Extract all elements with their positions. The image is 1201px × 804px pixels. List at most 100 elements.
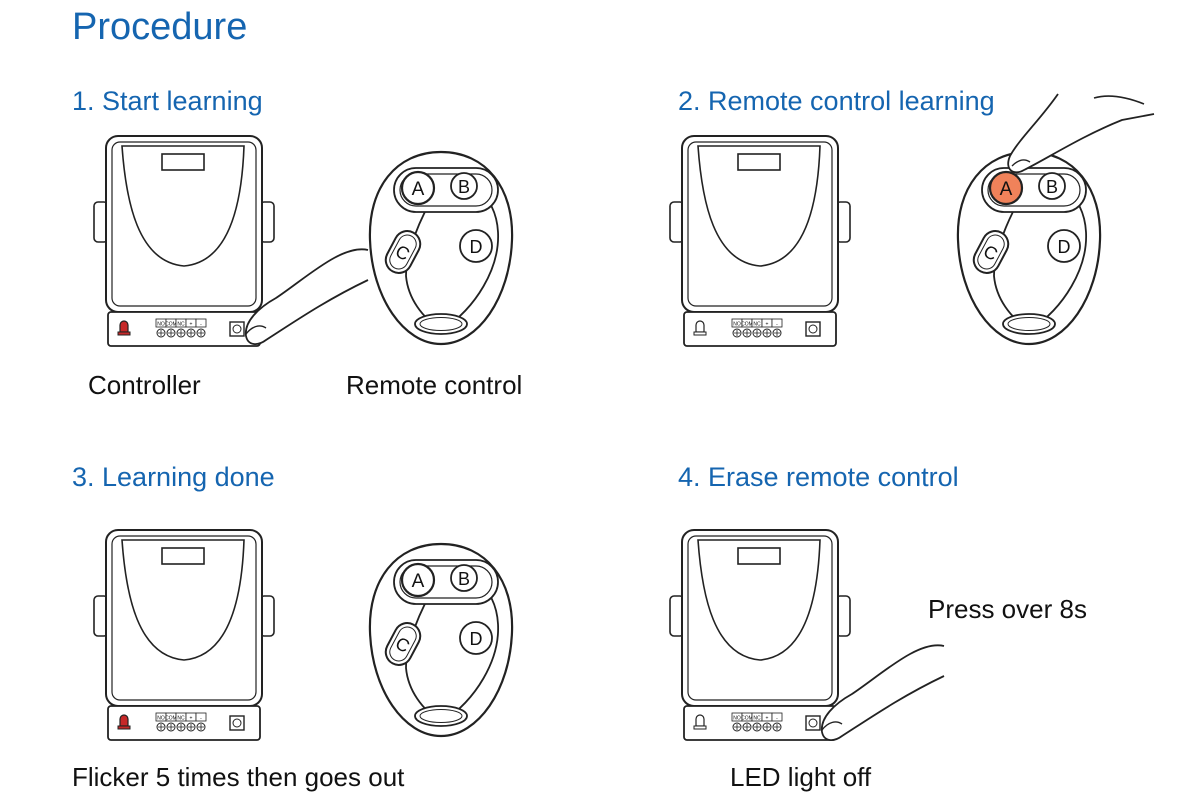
finger-pressing-learn-button: [821, 644, 945, 741]
remote-button-c-icon: [384, 622, 422, 666]
controller-cover-arch: [121, 539, 245, 661]
controller-window: [161, 547, 205, 565]
led-off-icon: [693, 320, 707, 336]
controller-window: [737, 547, 781, 565]
remote-button-a-icon: [400, 562, 436, 598]
learn-button-icon: [232, 718, 242, 728]
remote-button-c-icon: [384, 230, 422, 274]
remote-button-a-label: A: [412, 571, 425, 592]
remote-button-d-label: D: [470, 237, 483, 257]
remote-button-a-label: A: [1000, 179, 1013, 200]
controller-terminal-base: [107, 705, 261, 741]
remote-button-d-label: D: [1058, 237, 1071, 257]
terminal-screw-cross: [754, 724, 760, 730]
terminal-label: COM: [165, 716, 177, 722]
terminal-screw-cross: [764, 724, 770, 730]
terminal-screw-cross: [178, 724, 184, 730]
terminal-screw-cross: [168, 724, 174, 730]
remote-button-b-icon: [450, 172, 478, 200]
controller-inner-frame: [111, 535, 257, 701]
remote-button-a-label: A: [412, 179, 425, 200]
press-duration-caption: Press over 8s: [928, 594, 1087, 624]
remote-button-b-label: B: [458, 569, 470, 589]
remote-button-d-icon: [1047, 229, 1081, 263]
remote-button-a-icon: [988, 170, 1024, 206]
terminal-screw-cross: [774, 330, 780, 336]
controller-cover-arch: [697, 145, 821, 267]
step-4-title: 4. Erase remote control: [678, 462, 959, 492]
finger-pressing-learn-button: [245, 248, 369, 345]
terminal-screw-cross: [734, 330, 740, 336]
terminal-screw-cross: [198, 724, 204, 730]
terminal-label: NO: [157, 322, 165, 328]
led-on-icon: [117, 714, 131, 730]
terminal-label: NO: [733, 716, 741, 722]
terminal-label: NC: [753, 322, 761, 328]
terminal-screw-cross: [754, 330, 760, 336]
terminal-label: COM: [165, 322, 177, 328]
remote-button-a-icon: [400, 170, 436, 206]
controller-window: [737, 153, 781, 171]
terminal-screw-cross: [764, 330, 770, 336]
terminal-screw-cross: [188, 724, 194, 730]
terminal-screw-cross: [774, 724, 780, 730]
terminal-label: NC: [177, 716, 185, 722]
terminal-label: +: [190, 322, 193, 328]
terminal-screw-cross: [178, 330, 184, 336]
step-2-title: 2. Remote control learning: [678, 86, 995, 116]
controller-caption: Controller: [88, 370, 201, 400]
terminal-label: COM: [741, 322, 753, 328]
terminal-screw-cross: [734, 724, 740, 730]
controller-inner-frame: [111, 141, 257, 307]
learn-button-icon: [808, 718, 818, 728]
controller-window: [161, 153, 205, 171]
terminal-label: NO: [157, 716, 165, 722]
terminal-label: +: [766, 716, 769, 722]
remote-button-b-label: B: [458, 177, 470, 197]
remote-button-d-label: D: [470, 629, 483, 649]
terminal-screw-cross: [158, 724, 164, 730]
terminal-screw-cross: [744, 724, 750, 730]
controller-inner-frame: [687, 535, 833, 701]
remote-button-b-icon: [450, 564, 478, 592]
terminal-label: -: [776, 716, 778, 722]
led-on-icon: [117, 320, 131, 336]
terminal-label: +: [190, 716, 193, 722]
terminal-label: -: [776, 322, 778, 328]
terminal-label: NC: [177, 322, 185, 328]
terminal-label: -: [200, 716, 202, 722]
terminal-screw-cross: [168, 330, 174, 336]
finger-pressing-button-a: [1007, 93, 1155, 174]
controller-terminal-base: [683, 311, 837, 347]
terminal-screw-cross: [158, 330, 164, 336]
terminal-label: COM: [741, 716, 753, 722]
flicker-caption: Flicker 5 times then goes out: [72, 762, 405, 792]
terminal-label: -: [200, 322, 202, 328]
terminal-screw-cross: [744, 330, 750, 336]
terminal-label: +: [766, 322, 769, 328]
terminal-screw-cross: [188, 330, 194, 336]
led-off-caption: LED light off: [730, 762, 872, 792]
page-title: Procedure: [72, 6, 248, 48]
remote-button-c-icon: [972, 230, 1010, 274]
learn-button-icon: [808, 324, 818, 334]
step-1-title: 1. Start learning: [72, 86, 263, 116]
step-3-title: 3. Learning done: [72, 462, 275, 492]
learn-button-icon: [232, 324, 242, 334]
controller-cover-arch: [697, 539, 821, 661]
controller-inner-frame: [687, 141, 833, 307]
remote-button-d-icon: [459, 229, 493, 263]
remote-control-caption: Remote control: [346, 370, 523, 400]
led-off-icon: [693, 714, 707, 730]
